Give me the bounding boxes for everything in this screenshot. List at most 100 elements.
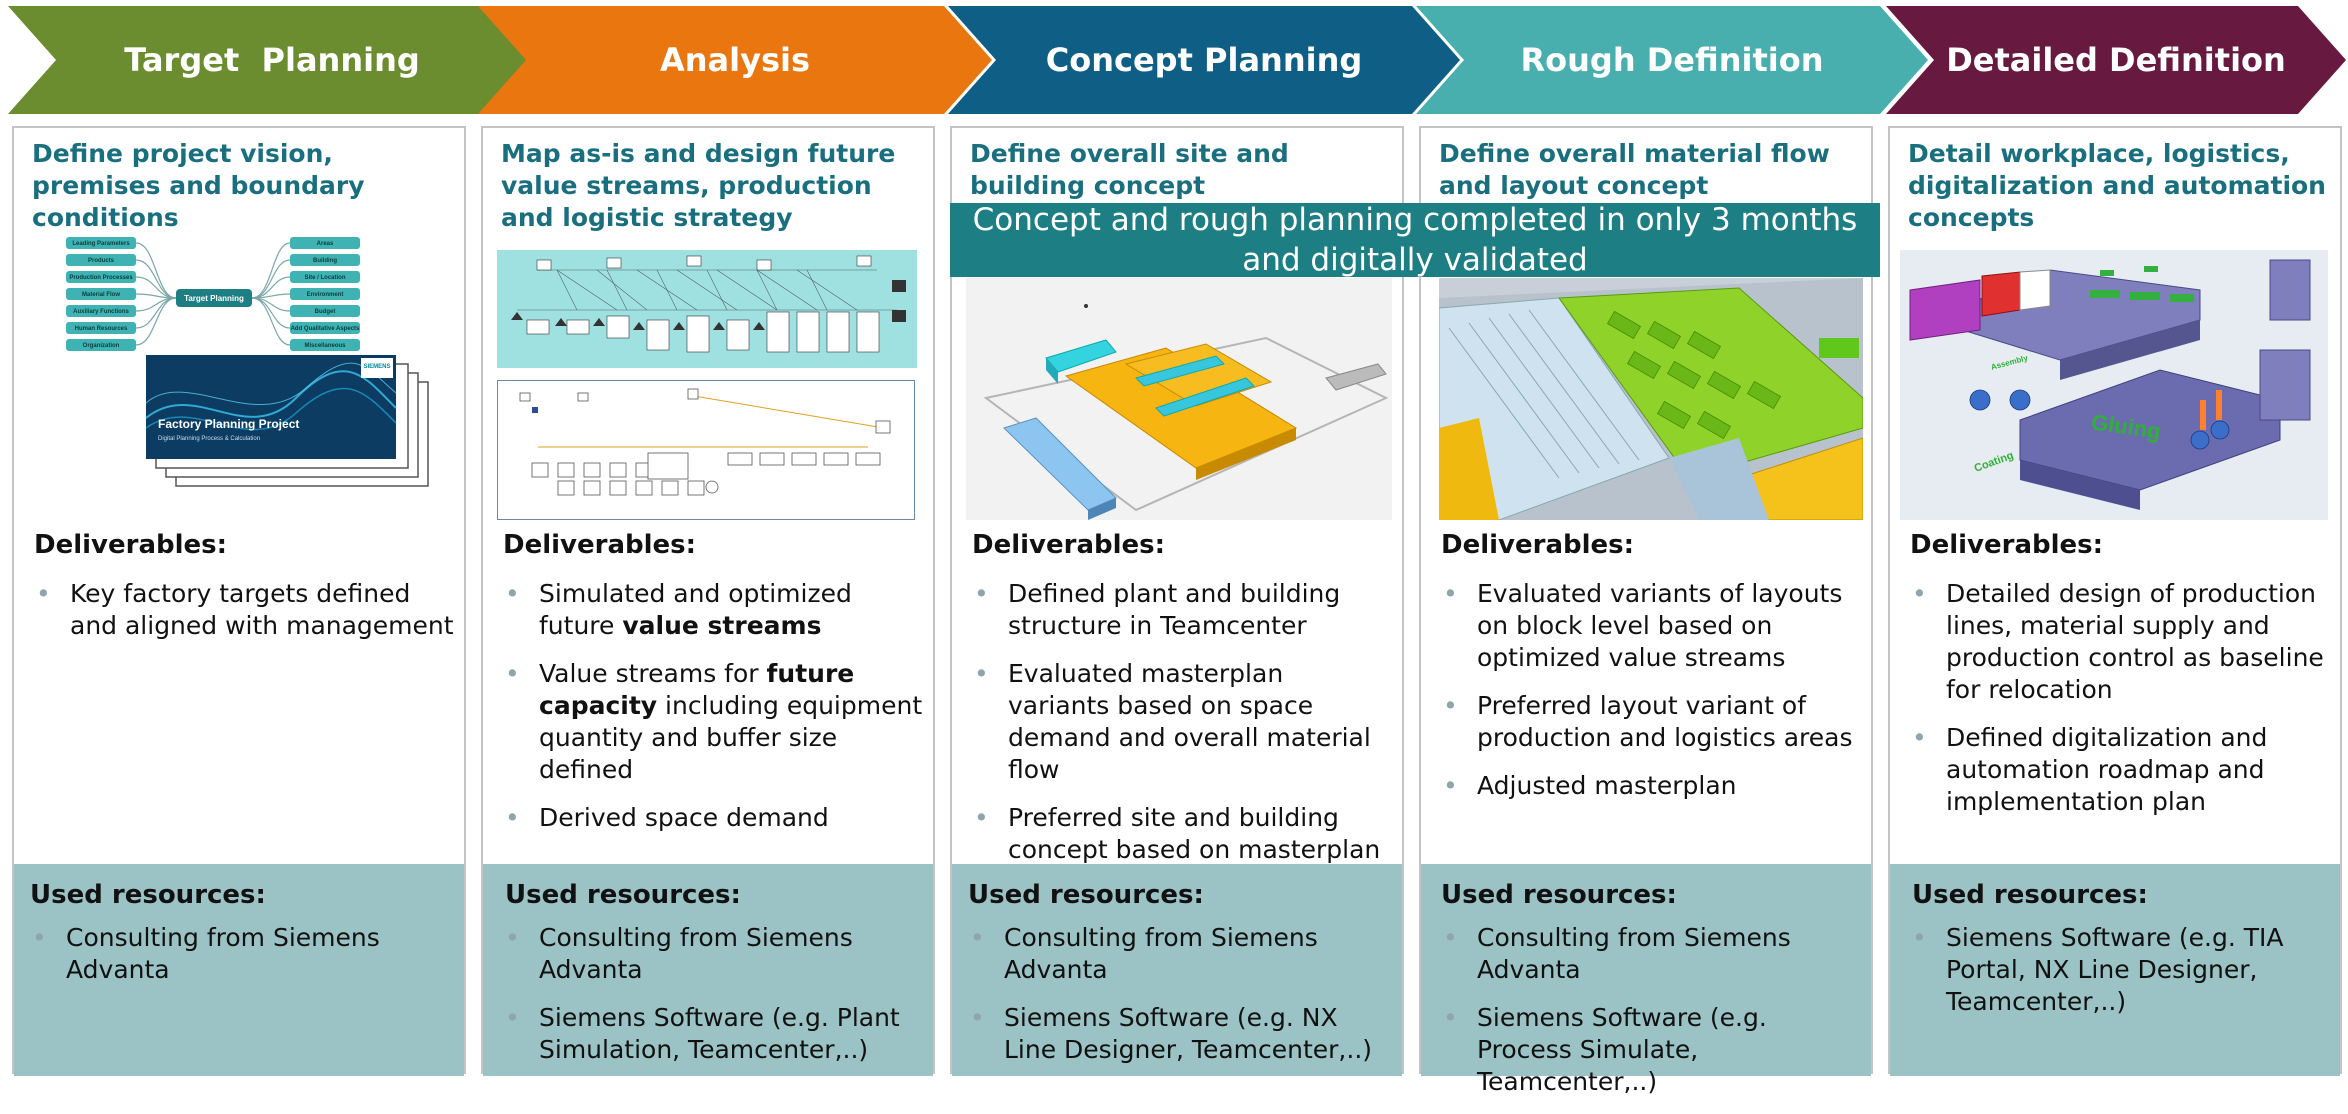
deliverable-text: Key factory targets defined and aligned … bbox=[70, 579, 454, 640]
deliverables-title: Deliverables: bbox=[503, 530, 697, 560]
resource-item: Consulting from Siemens Advanta bbox=[1441, 922, 1861, 986]
node-label: Material Flow bbox=[82, 292, 120, 298]
phase-chevron-analysis: Analysis bbox=[478, 6, 992, 114]
workplace-layout-image: Gluing Coating Assembly bbox=[1900, 250, 2328, 520]
chevron-shape bbox=[478, 6, 992, 114]
building-concept-image bbox=[966, 278, 1392, 520]
resources-panel: Used resources: Consulting from Siemens … bbox=[1421, 864, 1871, 1096]
resources-panel: Used resources: Consulting from Siemens … bbox=[952, 864, 1402, 1076]
resources-list: Consulting from Siemens Advanta Siemens … bbox=[1441, 922, 1861, 1114]
resources-list: Consulting from Siemens Advanta Siemens … bbox=[968, 922, 1392, 1082]
chevron-shape bbox=[1886, 6, 2346, 114]
phase-heading: Define overall site and building concept bbox=[970, 139, 1289, 200]
node-label: Areas bbox=[317, 241, 334, 247]
deliverable-item: Preferred layout variant of production a… bbox=[1441, 690, 1861, 754]
deliverables-list: Evaluated variants of layouts on block l… bbox=[1441, 578, 1861, 818]
document-stack: SIEMENS Factory Planning Project Digital… bbox=[145, 355, 429, 487]
phase-heading: Define project vision, premises and boun… bbox=[32, 139, 365, 232]
resources-title: Used resources: bbox=[1441, 880, 1677, 910]
deliverable-text: including equipment quantity and buffer … bbox=[539, 691, 923, 784]
deliverables-list: Detailed design of production lines, mat… bbox=[1910, 578, 2330, 834]
resources-title: Used resources: bbox=[1912, 880, 2148, 910]
target-diagram-svg: Leading Parameters Products Production P… bbox=[66, 237, 429, 487]
layout-concept-image bbox=[1439, 278, 1863, 520]
deliverable-text: Value streams for bbox=[539, 659, 767, 688]
chevron-fill bbox=[948, 6, 1460, 114]
deliverable-text: Defined digitalization and automation ro… bbox=[1946, 723, 2268, 816]
deliverable-item: Defined plant and building structure in … bbox=[972, 578, 1392, 642]
center-node-label: Target Planning bbox=[184, 294, 244, 303]
resource-item: Siemens Software (e.g. Plant Simulation,… bbox=[503, 1002, 923, 1066]
right-nodes: Areas Building Site / Location Environme… bbox=[290, 237, 360, 351]
phase-title: Concept Planning bbox=[1045, 41, 1363, 79]
phase-chevron-rough-definition: Rough Definition bbox=[1416, 6, 1928, 114]
building-svg bbox=[983, 304, 1389, 520]
deliverable-item: Detailed design of production lines, mat… bbox=[1910, 578, 2330, 706]
phase-title: Rough Definition bbox=[1520, 41, 1824, 79]
chevron-fill bbox=[1416, 6, 1928, 114]
deliverable-emphasis: value streams bbox=[622, 611, 822, 640]
deliverable-item: Adjusted masterplan bbox=[1441, 770, 1861, 802]
layout-concept-svg bbox=[1439, 278, 1863, 520]
resources-panel: Used resources: Siemens Software (e.g. T… bbox=[1890, 864, 2340, 1076]
resources-list: Siemens Software (e.g. TIA Portal, NX Li… bbox=[1910, 922, 2330, 1034]
deliverable-item: Evaluated masterplan variants based on s… bbox=[972, 658, 1392, 786]
deliverables-list: Simulated and optimized future value str… bbox=[503, 578, 923, 850]
timeline-banner: Concept and rough planning completed in … bbox=[950, 202, 1880, 278]
deliverable-item: Value streams for future capacity includ… bbox=[503, 658, 923, 786]
node-label: Human Resources bbox=[75, 326, 128, 332]
deliverables-title: Deliverables: bbox=[972, 530, 1166, 560]
phase-title: Detailed Definition bbox=[1946, 41, 2286, 79]
chevron-shape bbox=[948, 6, 1460, 114]
deliverable-text: Simulated and optimized future bbox=[539, 579, 852, 640]
center-node: Target Planning bbox=[176, 289, 252, 307]
phase-chevron-target-planning: Target Planning bbox=[8, 6, 536, 114]
deliverable-item: Simulated and optimized future value str… bbox=[503, 578, 923, 642]
phase-chevron-detailed-definition: Detailed Definition bbox=[1886, 6, 2346, 114]
node-label: Production Processes bbox=[69, 275, 133, 281]
resources-panel: Used resources: Consulting from Siemens … bbox=[14, 864, 464, 1076]
deliverable-item: Evaluated variants of layouts on block l… bbox=[1441, 578, 1861, 674]
doc-title: Factory Planning Project bbox=[158, 417, 299, 431]
node-label: Miscellaneous bbox=[304, 343, 346, 349]
resources-panel: Used resources: Consulting from Siemens … bbox=[483, 864, 933, 1076]
node-label: Environment bbox=[307, 292, 344, 298]
left-nodes: Leading Parameters Products Production P… bbox=[66, 237, 136, 351]
phase-title: Target Planning bbox=[124, 41, 420, 79]
phase-column-target-planning: Define project vision, premises and boun… bbox=[12, 126, 466, 1076]
deliverable-text: Preferred layout variant of production a… bbox=[1477, 691, 1853, 752]
resources-title: Used resources: bbox=[30, 880, 266, 910]
phase-chevron-concept-planning: Concept Planning bbox=[948, 6, 1460, 114]
resource-item: Siemens Software (e.g. Process Simulate,… bbox=[1441, 1002, 1861, 1098]
chevron-fill bbox=[1886, 6, 2346, 114]
resource-item: Consulting from Siemens Advanta bbox=[30, 922, 454, 986]
phase-column-analysis: Map as-is and design future value stream… bbox=[481, 126, 935, 1076]
resources-list: Consulting from Siemens Advanta bbox=[30, 922, 454, 1002]
simulation-svg bbox=[519, 388, 891, 496]
node-label: Add Qualitative Aspects bbox=[291, 326, 360, 332]
resource-item: Siemens Software (e.g. TIA Portal, NX Li… bbox=[1910, 922, 2330, 1018]
deliverable-text: Evaluated variants of layouts on block l… bbox=[1477, 579, 1843, 672]
diagram-connectors bbox=[135, 242, 291, 346]
deliverables-list: Defined plant and building structure in … bbox=[972, 578, 1392, 914]
value-stream-svg bbox=[511, 255, 906, 353]
resource-item: Consulting from Siemens Advanta bbox=[968, 922, 1392, 986]
resources-list: Consulting from Siemens Advanta Siemens … bbox=[503, 922, 923, 1082]
resources-title: Used resources: bbox=[505, 880, 741, 910]
chevron-fill bbox=[478, 6, 992, 114]
deliverable-item: Derived space demand bbox=[503, 802, 923, 834]
deliverable-item: Defined digitalization and automation ro… bbox=[1910, 722, 2330, 818]
phase-title: Analysis bbox=[659, 41, 811, 79]
deliverable-text: Derived space demand bbox=[539, 803, 829, 832]
node-label: Budget bbox=[315, 309, 336, 315]
simulation-layout-image bbox=[497, 380, 915, 520]
phase-heading: Define overall material flow and layout … bbox=[1439, 139, 1830, 200]
phase-heading: Map as-is and design future value stream… bbox=[501, 139, 896, 232]
phase-column-concept-planning: Define overall site and building concept… bbox=[950, 126, 1404, 1076]
deliverable-text: Evaluated masterplan variants based on s… bbox=[1008, 659, 1371, 784]
value-stream-map-image bbox=[497, 250, 917, 368]
deliverable-text: Adjusted masterplan bbox=[1477, 771, 1737, 800]
phase-column-detailed-definition: Detail workplace, logistics, digitalizat… bbox=[1888, 126, 2342, 1076]
node-label: Organization bbox=[83, 343, 120, 349]
deliverable-emphasis: future capacity bbox=[539, 659, 855, 720]
